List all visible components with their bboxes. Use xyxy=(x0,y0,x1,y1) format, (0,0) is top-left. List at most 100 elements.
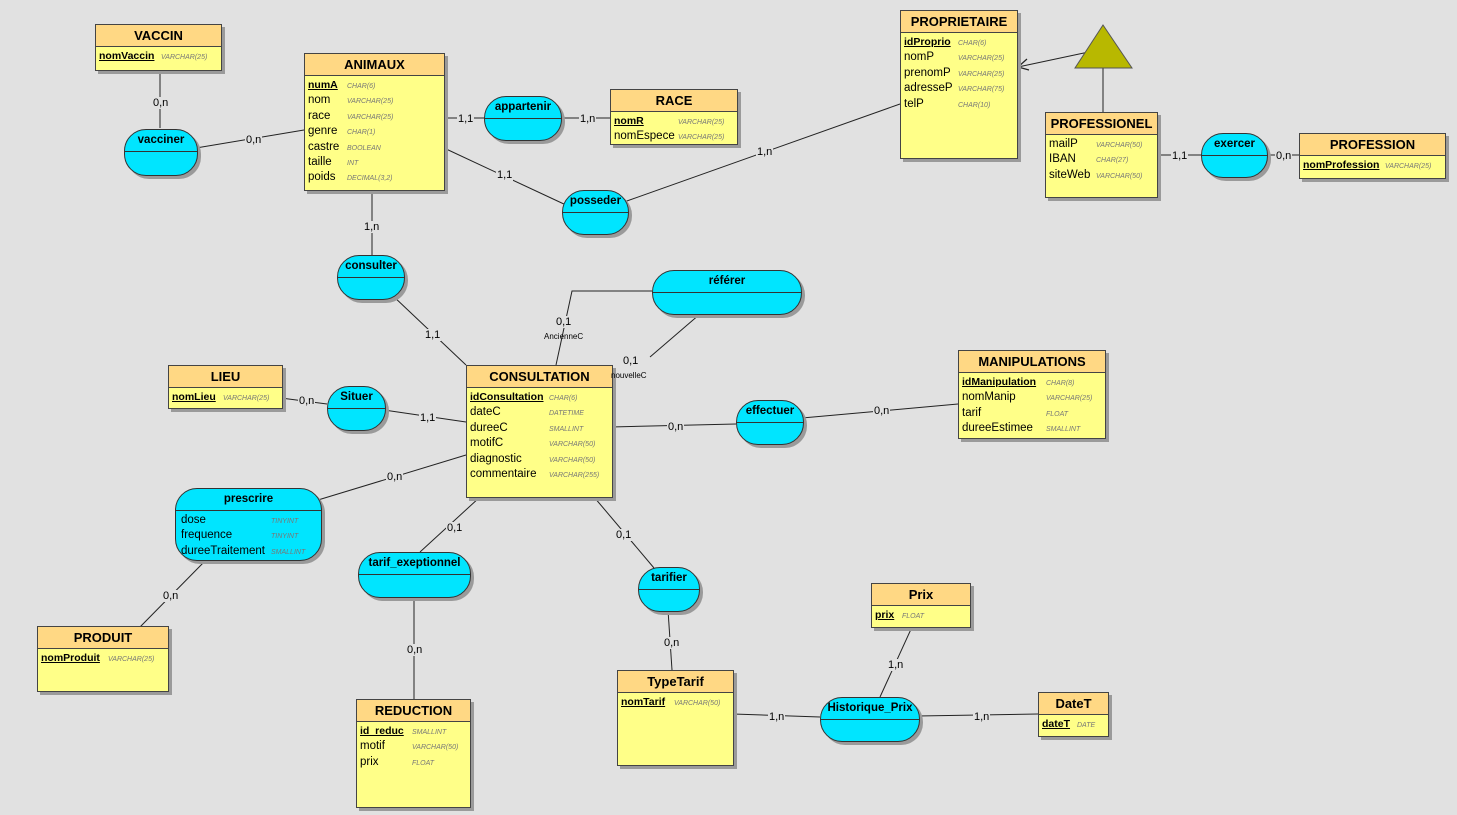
attribute-name: frequence xyxy=(181,529,233,542)
attribute-type: CHAR(6) xyxy=(958,40,987,47)
attribute-name: commentaire xyxy=(470,467,537,480)
relation-effectuer[interactable]: effectuer xyxy=(736,400,804,445)
entity-title: CONSULTATION xyxy=(467,366,612,388)
attribute-type: FLOAT xyxy=(902,613,925,620)
entity-title: PROFESSIONEL xyxy=(1046,113,1157,135)
attribute-type: CHAR(6) xyxy=(347,83,376,90)
attribute-type: CHAR(8) xyxy=(1046,380,1075,387)
attribute-name: idConsultation xyxy=(470,391,544,403)
inheritance-triangle xyxy=(1074,24,1133,69)
attribute-name: dureeTraitement xyxy=(181,544,265,557)
attribute-type: VARCHAR(50) xyxy=(412,744,459,752)
cardinality-label: 0,1 xyxy=(446,522,464,534)
cardinality-label: 0,n xyxy=(245,134,263,146)
attr-list: prix FLOAT xyxy=(872,606,970,625)
attribute-type: CHAR(1) xyxy=(347,129,376,137)
entity-title: PROPRIETAIRE xyxy=(901,11,1017,33)
relation-appartenir[interactable]: appartenir xyxy=(484,96,562,141)
cardinality-label: 1,1 xyxy=(457,113,475,125)
role-label: AncienneC xyxy=(544,332,584,341)
relation-title: consulter xyxy=(338,256,404,278)
entity-title: REDUCTION xyxy=(357,700,470,722)
key-attribute: nomR VARCHAR(25) xyxy=(614,114,734,129)
cardinality-label: 0,n xyxy=(1275,150,1293,162)
link-referer-nouveau xyxy=(649,313,701,358)
relation-exercer[interactable]: exercer xyxy=(1201,133,1268,178)
attribute-name: nomLieu xyxy=(172,391,216,403)
entity-title: ANIMAUX xyxy=(305,54,444,76)
attribute-type: VARCHAR(255) xyxy=(549,471,600,479)
attribute-name: IBAN xyxy=(1049,153,1076,166)
cardinality-label: 1,n xyxy=(887,659,905,671)
attribute-type: BOOLEAN xyxy=(347,144,381,152)
attribute-type: DECIMAL(3,2) xyxy=(347,175,393,183)
attribute-type: VARCHAR(25) xyxy=(1385,163,1432,170)
attribute-type: VARCHAR(25) xyxy=(958,70,1005,78)
cardinality-label: 0,1 xyxy=(555,316,573,328)
entity-title: DateT xyxy=(1039,693,1108,715)
relation-historique-prix[interactable]: Historique_Prix xyxy=(820,697,920,742)
attribute-name: nomR xyxy=(614,115,644,127)
relation-tarif-exeptionnel[interactable]: tarif_exeptionnel xyxy=(358,552,471,598)
relation-title: posseder xyxy=(563,191,628,213)
cardinality-label: 1,1 xyxy=(424,329,442,341)
cardinality-label: 0,1 xyxy=(615,529,633,541)
link-referer-ancien xyxy=(555,290,652,366)
cardinality-label: 1,n xyxy=(756,146,774,158)
relation-title: appartenir xyxy=(485,97,561,119)
relation-posseder[interactable]: posseder xyxy=(562,190,629,235)
attribute-name: nomProduit xyxy=(41,652,100,664)
key-attribute: prix FLOAT xyxy=(875,608,967,623)
entity-title: TypeTarif xyxy=(618,671,733,693)
cardinality-label: 1,n xyxy=(363,221,381,233)
attribute-type: SMALLINT xyxy=(271,548,306,556)
attribute-type: VARCHAR(25) xyxy=(678,134,725,142)
attribute-type: VARCHAR(75) xyxy=(958,86,1005,94)
relation-referer[interactable]: référer xyxy=(652,270,802,315)
relation-consulter[interactable]: consulter xyxy=(337,255,405,300)
cardinality-label: 1,1 xyxy=(496,169,514,181)
relation-situer[interactable]: Situer xyxy=(327,386,386,431)
relation-vacciner[interactable]: vacciner xyxy=(124,129,198,176)
attribute-type: FLOAT xyxy=(412,759,435,767)
attribute-name: prix xyxy=(875,609,895,621)
attribute-type: VARCHAR(25) xyxy=(678,119,725,126)
attribute-type: VARCHAR(25) xyxy=(958,55,1005,63)
relation-tarifier[interactable]: tarifier xyxy=(638,567,700,612)
attribute-name: nomManip xyxy=(962,391,1016,404)
